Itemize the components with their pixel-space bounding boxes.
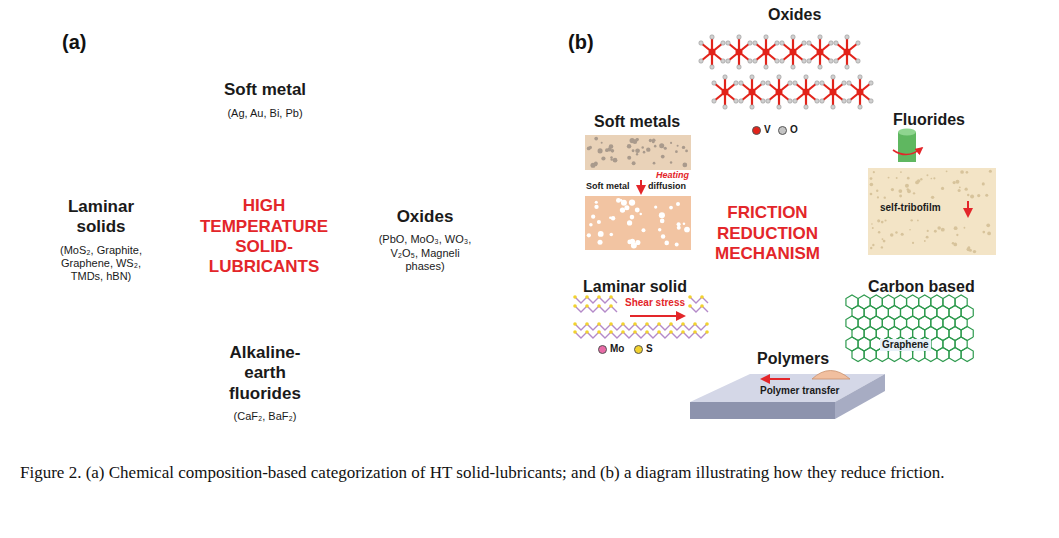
illustration-label: Shear stress — [625, 297, 685, 309]
group-heading: Fluorides — [893, 110, 965, 129]
group-heading: Carbon based — [868, 277, 975, 296]
soft-metal-particles — [587, 137, 690, 249]
node-heading: FRICTION REDUCTION MECHANISM — [706, 203, 830, 264]
figure-caption: Figure 2. (a) Chemical composition-based… — [20, 462, 1050, 483]
group-heading: (b) — [568, 30, 594, 54]
mechanism-group: Fluorides self-tribofilm — [864, 108, 1000, 258]
node-heading: Laminar solids — [51, 197, 151, 238]
node-heading: Oxides — [397, 207, 454, 227]
text-slot: Graphene — [880, 339, 931, 351]
text-slot: Fluorides — [893, 110, 965, 129]
node-heading: Soft metal — [224, 80, 306, 100]
title-box: HIGH TEMPERATURE SOLID-LUBRICANTS — [183, 190, 345, 284]
tribofilm-block — [868, 168, 996, 255]
group-heading: Oxides — [768, 5, 821, 24]
title-box: FRICTION REDUCTION MECHANISM — [702, 195, 833, 273]
group-heading: Soft metals — [594, 112, 680, 131]
shear-arrow — [630, 315, 684, 317]
text-slot: Oxides — [768, 5, 821, 24]
circle-outline — [197, 315, 333, 451]
node-detail: (PbO, MoO₃, WO₃, V₂O₅, Magneli phases) — [377, 233, 473, 273]
text-slot: Laminar solid — [583, 277, 687, 296]
laminar-layers — [573, 295, 709, 338]
node-detail: (MoS₂, Graphite, Graphene, WS₂, TMDs, hB… — [59, 244, 143, 284]
pin-top — [898, 129, 916, 136]
tribofilm-arrow — [967, 201, 969, 216]
legend-swatch — [634, 345, 643, 354]
pin-cylinder — [898, 132, 916, 162]
diffusion-arrow — [640, 180, 642, 193]
category-circle: Oxides (PbO, MoO₃, WO₃, V₂O₅, Magneli pha… — [357, 170, 493, 310]
legend-text: O — [790, 124, 798, 136]
text-stack: Alkaline-earth fluorides (CaF₂, BaF₂) — [197, 315, 333, 451]
graphene-honeycomb — [846, 295, 973, 362]
text-slot: Soft metal — [586, 181, 630, 192]
node-detail: (Ag, Au, Bi, Pb) — [227, 107, 302, 120]
legend-swatch — [752, 126, 761, 135]
node-heading: HIGH TEMPERATURE SOLID-LUBRICANTS — [189, 196, 339, 278]
category-circle: (a) Soft metal (Ag, Au, Bi, Pb) Laminar sol… — [35, 5, 497, 455]
text-slot: Heating — [656, 170, 689, 181]
text-slot: self-tribofilm — [878, 202, 943, 214]
category-circle: Laminar solids (MoS₂, Graphite, Graphene,… — [33, 170, 169, 310]
illustration-label: self-tribofilm — [878, 202, 943, 214]
soft-metal-top-layer — [585, 135, 691, 170]
group-heading: Laminar solid — [583, 277, 687, 296]
group-heading: Polymers — [757, 349, 829, 368]
text-stack: Soft metal (Ag, Au, Bi, Pb) — [197, 32, 333, 168]
illustration-label: diffusion — [648, 181, 686, 192]
text-slot: diffusion — [648, 181, 686, 192]
legend-item: Mo — [598, 343, 624, 355]
category-circle: (b) OxidesSoft metalsHeatingSoft metal dif… — [555, 2, 1037, 454]
category-circle: Soft metal (Ag, Au, Bi, Pb) — [197, 32, 333, 168]
sliding-arrow — [762, 378, 790, 380]
text-slot: Shear stress — [625, 297, 685, 309]
soft-metal-bottom-layer — [585, 196, 691, 250]
legend-swatch — [778, 126, 787, 135]
tribofilm-grains — [870, 170, 992, 254]
rotation-arrow — [893, 148, 922, 155]
legend-item: O — [778, 124, 798, 136]
illustration-label: Heating — [656, 170, 689, 181]
node-heading: Alkaline-earth fluorides — [217, 343, 313, 404]
node-detail: (CaF₂, BaF₂) — [234, 410, 297, 423]
text-slot: Carbon based — [868, 277, 975, 296]
mechanism-group: Carbon basedGraphene — [842, 277, 1004, 362]
illustration-label: Graphene — [880, 339, 931, 351]
mechanism-group: Soft metalsHeatingSoft metal diffusion — [582, 108, 694, 254]
legend-item: V — [752, 124, 771, 136]
text-slot: (b) — [568, 30, 594, 54]
polymer-pin — [812, 371, 850, 380]
legend-swatch — [598, 345, 607, 354]
text-slot: Soft metals — [594, 112, 680, 131]
slab-front — [690, 402, 835, 419]
legend-text: V — [764, 124, 771, 136]
circle-outline — [33, 170, 169, 310]
circle-outline — [197, 32, 333, 168]
illustration-label: Soft metal — [586, 181, 630, 192]
legend-text: S — [646, 343, 653, 355]
slab-side — [835, 374, 885, 419]
legend-text: Mo — [610, 343, 624, 355]
illustration-label: Polymer transfer — [758, 385, 841, 397]
category-circle: Alkaline-earth fluorides (CaF₂, BaF₂) — [197, 315, 333, 451]
text-slot: (a) — [62, 30, 86, 54]
text-stack: Oxides (PbO, MoO₃, WO₃, V₂O₅, Magneli pha… — [357, 170, 493, 310]
text-stack: HIGH TEMPERATURE SOLID-LUBRICANTS — [183, 190, 345, 284]
mechanism-group: PolymersPolymer transfer — [684, 348, 890, 423]
mechanism-group: Laminar solidShear stress — [570, 277, 712, 339]
oxide-lattice — [699, 35, 873, 109]
group-heading: (a) — [62, 30, 86, 54]
mechanism-group: Oxides — [700, 4, 870, 124]
text-slot: Polymers — [757, 349, 829, 368]
text-slot: Polymer transfer — [758, 385, 841, 397]
legend-item: S — [634, 343, 653, 355]
text-stack: Laminar solids (MoS₂, Graphite, Graphene,… — [33, 170, 169, 310]
text-stack: FRICTION REDUCTION MECHANISM — [702, 195, 833, 273]
